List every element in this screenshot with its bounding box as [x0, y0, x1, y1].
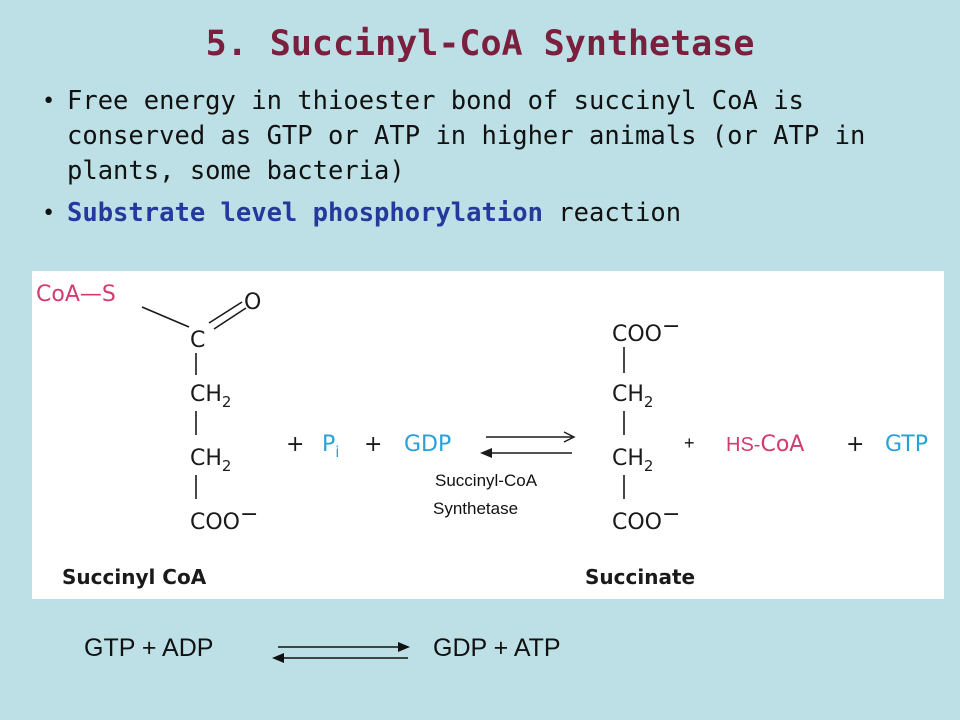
plus-sign: +: [846, 432, 864, 457]
ch2-2: CH2: [190, 446, 231, 475]
gdp-label: GDP: [404, 432, 451, 457]
hs-coa-label: HS-CoA: [726, 432, 804, 457]
ch2-1: CH2: [190, 382, 231, 411]
bullet-text-1: Free energy in thioester bond of succiny…: [67, 86, 866, 186]
carbonyl-oxygen: O: [244, 290, 261, 315]
reverse-arrowhead-icon: [480, 448, 492, 458]
nucleotide-exchange-equation: GTP + ADP GDP + ATP: [0, 630, 960, 680]
bullet-list: • Free energy in thioester bond of succi…: [42, 84, 922, 231]
coa-s-group: CoA—S: [36, 282, 116, 307]
succinate-ch2-2: CH2: [612, 446, 653, 475]
bullet-text-2: reaction: [542, 198, 682, 228]
reaction-panel: CoA—S C O CH2 CH2 COO− Succinyl CoA + Pi…: [32, 271, 944, 599]
title-number: 5.: [205, 24, 248, 64]
bullet-item-2: • Substrate level phosphorylation reacti…: [42, 196, 922, 231]
carbonyl-carbon: C: [190, 328, 205, 353]
double-bond-2: [213, 307, 247, 330]
gtp-label: GTP: [885, 432, 928, 457]
bullet-dot-icon: •: [42, 201, 56, 226]
forward-arrowhead-icon: [563, 431, 576, 443]
bullet-highlight: Substrate level phosphorylation: [67, 198, 543, 228]
double-bond-1: [208, 301, 243, 324]
equation-right: GDP + ATP: [433, 634, 561, 662]
enzyme-label-line1: Succinyl-CoA: [435, 471, 538, 490]
succinate-label: Succinate: [585, 565, 695, 589]
plus-sign: +: [286, 432, 304, 457]
coo-minus-1: COO−: [190, 502, 258, 535]
title-text: Succinyl-CoA Synthetase: [269, 24, 755, 64]
equation-left: GTP + ADP: [84, 634, 214, 662]
slide-title: 5. Succinyl-CoA Synthetase: [0, 24, 960, 64]
plus-sign: +: [364, 432, 382, 457]
plus-sign: +: [684, 433, 695, 453]
pi-label: Pi: [322, 432, 339, 461]
coo-minus-bottom: COO−: [612, 502, 680, 535]
succinyl-coa-label: Succinyl CoA: [62, 565, 207, 589]
bullet-item-1: • Free energy in thioester bond of succi…: [42, 84, 922, 189]
bullet-dot-icon: •: [42, 89, 56, 114]
coo-minus-top: COO−: [612, 314, 680, 347]
s-c-bond: [141, 306, 190, 328]
equilibrium-arrows-icon: [272, 642, 410, 663]
enzyme-label-line2: Synthetase: [433, 499, 518, 518]
succinate-ch2-1: CH2: [612, 382, 653, 411]
reaction-diagram: CoA—S C O CH2 CH2 COO− Succinyl CoA + Pi…: [36, 282, 928, 589]
